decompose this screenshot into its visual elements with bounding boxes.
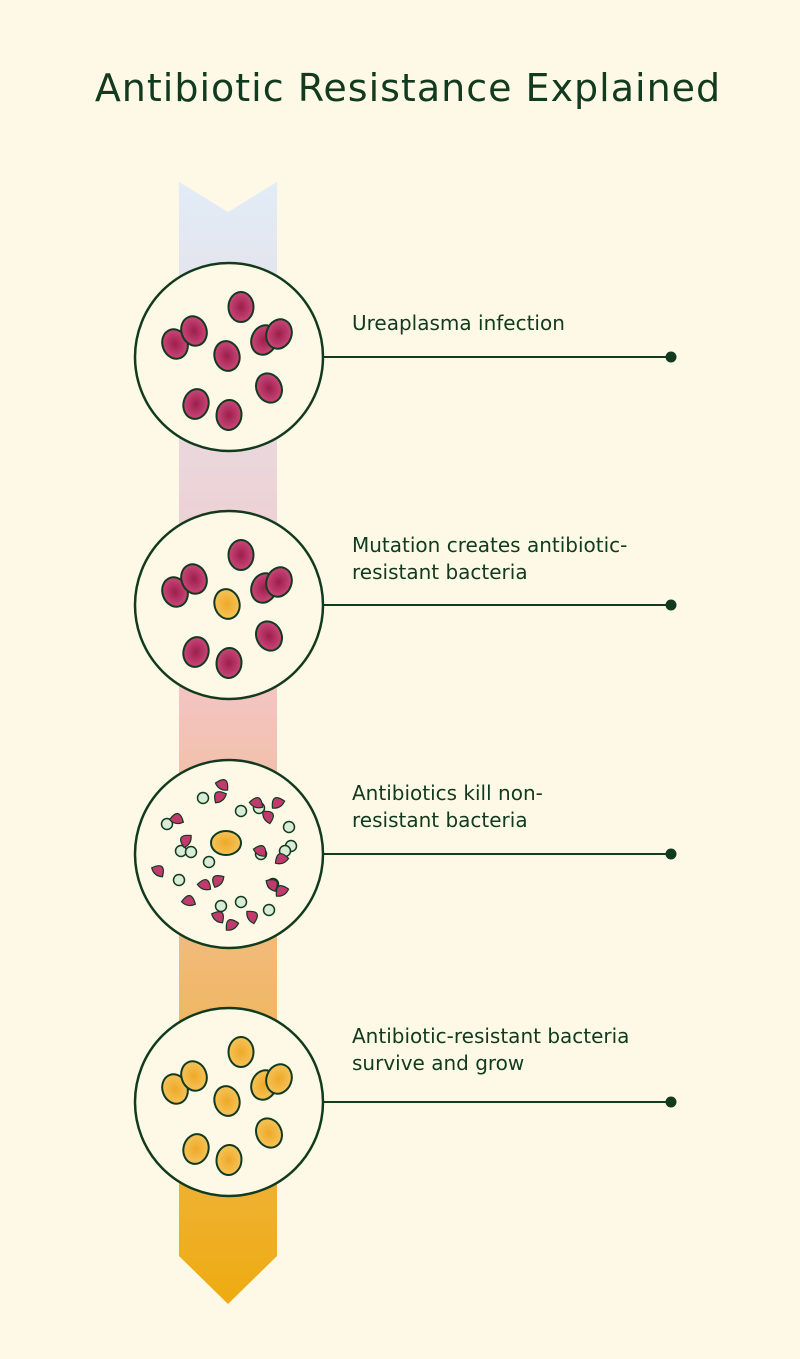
step-label-antibiotics: Antibiotics kill non- resistant bacteria — [352, 781, 543, 832]
dead-bacterium-fragment-icon — [180, 894, 197, 907]
dead-bacterium-fragment-icon — [275, 885, 290, 897]
dead-bacterium-fragment-icon — [246, 910, 258, 925]
antibiotic-dot-icon — [214, 899, 228, 913]
bacterium-icon — [255, 372, 283, 404]
dead-bacterium-fragment-icon — [265, 879, 278, 892]
dead-bacterium-fragment-icon — [214, 791, 227, 804]
dead-bacterium-fragment-icon — [248, 797, 264, 809]
resistant-bacterium-icon — [227, 1036, 255, 1068]
antibiotic-dot-icon — [262, 903, 276, 917]
page-title: Antibiotic Resistance Explained — [94, 66, 722, 110]
step-infection — [133, 261, 677, 453]
connector-dot-icon — [665, 599, 677, 611]
bacterium-icon — [182, 636, 210, 668]
step-antibiotics — [133, 758, 677, 950]
step-label-infection: Ureaplasma infection — [352, 311, 565, 335]
step-resistant — [133, 1006, 677, 1198]
resistant-bacterium-icon — [182, 1133, 210, 1165]
resistant-bacterium-icon — [215, 1144, 243, 1176]
dead-bacterium-fragment-icon — [168, 812, 185, 825]
antibiotic-dot-icon — [196, 791, 210, 805]
antibiotic-dot-icon — [234, 804, 248, 818]
antibiotic-dot-icon — [282, 820, 296, 834]
bacterium-icon — [255, 620, 283, 652]
resistant-bacterium-icon — [265, 1063, 293, 1095]
bacterium-icon — [227, 291, 255, 323]
bacterium-icon — [215, 647, 243, 679]
resistant-bacterium-icon — [213, 1085, 241, 1117]
dead-bacterium-fragment-icon — [262, 810, 274, 825]
resistant-bacterium-icon — [255, 1117, 283, 1149]
antibiotic-dot-icon — [172, 873, 186, 887]
dead-bacterium-fragment-icon — [225, 919, 240, 931]
bacterium-icon — [180, 563, 208, 595]
dead-bacterium-fragment-icon — [211, 911, 224, 924]
resistant-bacterium-icon — [213, 588, 241, 620]
dead-bacterium-fragment-icon — [180, 834, 192, 849]
bacterium-icon — [182, 388, 210, 420]
step-mutation — [133, 509, 677, 701]
step-label-mutation: Mutation creates antibiotic- resistant b… — [352, 533, 628, 584]
resistant-bacterium-icon — [210, 830, 242, 856]
antibiotic-dot-icon — [234, 895, 248, 909]
dead-bacterium-fragment-icon — [252, 845, 267, 857]
dead-bacterium-fragment-icon — [212, 875, 225, 888]
antibiotic-dot-icon — [202, 855, 216, 869]
bacterium-icon — [215, 399, 243, 431]
bacterium-icon — [265, 566, 293, 598]
dead-bacterium-fragment-icon — [214, 779, 229, 791]
antibiotic-dot-icon — [184, 845, 198, 859]
connector-dot-icon — [665, 1096, 677, 1108]
dead-bacterium-fragment-icon — [274, 853, 290, 865]
bacterium-icon — [227, 539, 255, 571]
dead-bacterium-fragment-icon — [196, 879, 212, 891]
bacterium-icon — [180, 315, 208, 347]
dead-bacterium-fragment-icon — [151, 865, 164, 878]
connector-dot-icon — [665, 351, 677, 363]
dead-bacterium-fragment-icon — [271, 797, 286, 809]
resistant-bacterium-icon — [180, 1060, 208, 1092]
connector-dot-icon — [665, 848, 677, 860]
antibiotic-dot-icon — [160, 817, 174, 831]
bacterium-icon — [213, 340, 241, 372]
step-label-resistant: Antibiotic-resistant bacteria survive an… — [352, 1024, 630, 1075]
bacterium-icon — [265, 318, 293, 350]
